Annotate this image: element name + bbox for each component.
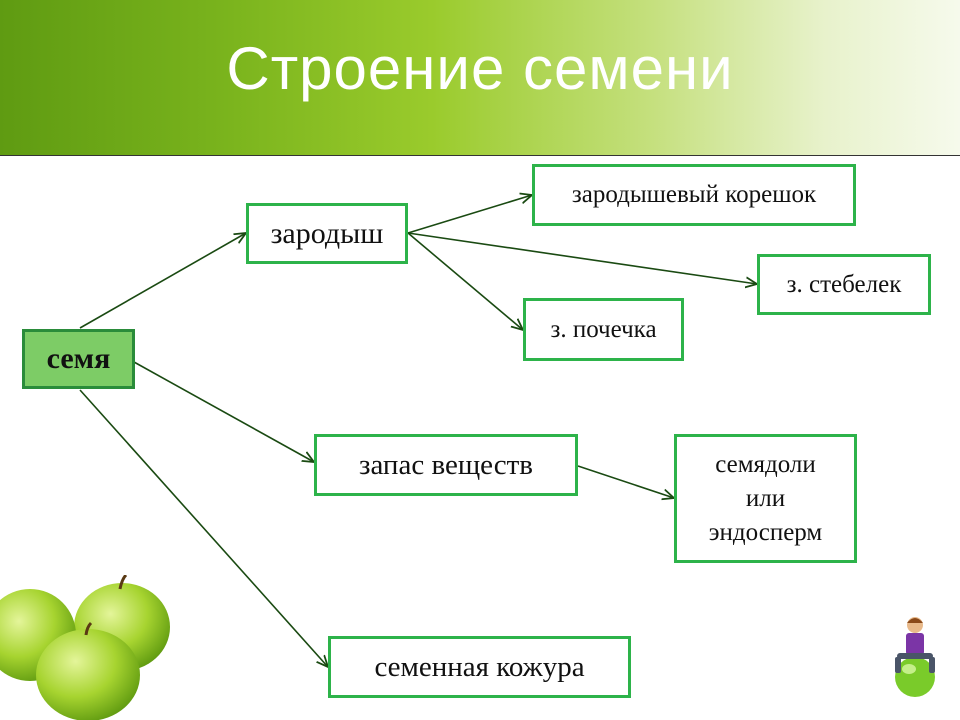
node-cotyledons: семядоли или эндосперм xyxy=(674,434,857,563)
green-apples-image xyxy=(0,575,170,720)
arrow-embryo-to-radicle xyxy=(407,195,532,234)
arrow-seed-to-coat xyxy=(79,389,328,667)
arrow-embryo-to-bud xyxy=(407,232,523,330)
node-bud: з. почечка xyxy=(523,298,684,361)
cotyledons-line-1: семядоли xyxy=(715,450,816,478)
arrow-seed-to-reserve xyxy=(133,361,314,462)
node-seed: семя xyxy=(22,329,135,389)
apple-3 xyxy=(36,629,140,720)
node-reserve: запас веществ xyxy=(314,434,578,496)
node-coat: семенная кожура xyxy=(328,636,631,698)
person-on-ball-icon xyxy=(895,617,935,697)
arrow-reserve-to-cotyledons xyxy=(577,465,674,498)
title-banner: Строение семени xyxy=(0,0,960,156)
arrow-seed-to-embryo xyxy=(79,233,246,329)
arrow-embryo-to-stem xyxy=(407,232,757,284)
cotyledons-line-2: или xyxy=(745,484,786,512)
slide-title: Строение семени xyxy=(226,35,734,102)
node-embryo: зародыш xyxy=(246,203,408,264)
node-radicle: зародышевый корешок xyxy=(532,164,856,226)
node-stem: з. стебелек xyxy=(757,254,931,315)
cotyledons-line-3: эндосперм xyxy=(708,518,823,546)
